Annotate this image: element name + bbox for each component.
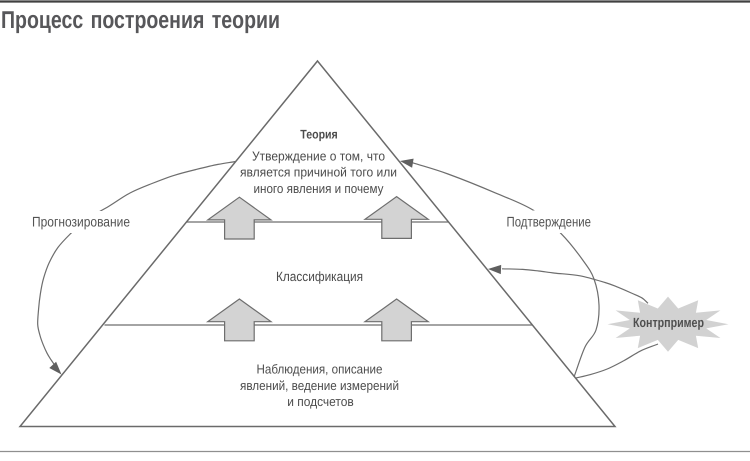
svg-text:Процесс построения теории: Процесс построения теории	[1, 7, 280, 34]
svg-text:является причиной того или: является причиной того или	[240, 165, 397, 180]
svg-text:Прогнозирование: Прогнозирование	[32, 214, 130, 230]
svg-text:иного явления и почему: иного явления и почему	[254, 181, 384, 196]
svg-text:Классификация: Классификация	[276, 269, 363, 284]
svg-text:Теория: Теория	[300, 128, 338, 142]
svg-text:Подтверждение: Подтверждение	[507, 214, 592, 230]
svg-text:явлений, ведение измерений: явлений, ведение измерений	[240, 378, 399, 393]
svg-text:Контрпример: Контрпример	[633, 315, 704, 330]
svg-text:и подсчетов: и подсчетов	[287, 394, 354, 409]
svg-text:Наблюдения, описание: Наблюдения, описание	[257, 362, 383, 377]
svg-text:Утверждение о том, что: Утверждение о том, что	[252, 148, 385, 163]
